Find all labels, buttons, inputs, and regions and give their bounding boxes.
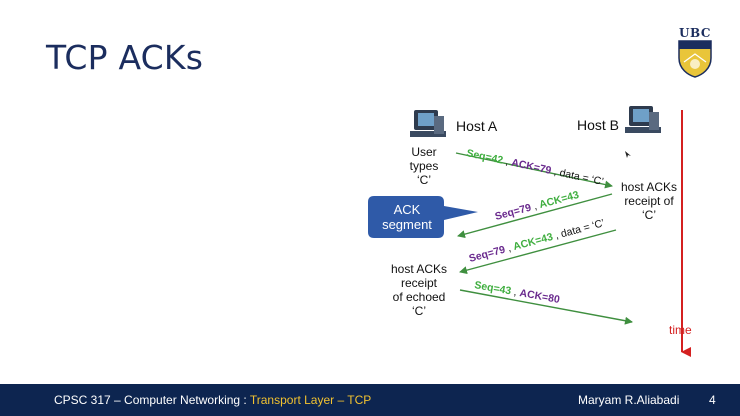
arrow-msg2 <box>457 193 613 239</box>
footer-course: CPSC 317 – Computer Networking : Transpo… <box>54 393 371 407</box>
footer-course-topic: Transport Layer – TCP <box>249 393 372 407</box>
msg2-seq: Seq=79 <box>494 202 533 223</box>
msg4-label: Seq=43 , ACK=80 <box>473 279 560 306</box>
slide-footer: CPSC 317 – Computer Networking : Transpo… <box>0 384 740 416</box>
callout-text: ACK segment <box>382 202 432 232</box>
host-a-computer-icon <box>410 110 446 137</box>
host-a-acks-text: host ACKs receipt of echoed ‘C’ <box>390 262 448 318</box>
msg1-seq: Seq=42 <box>465 147 504 166</box>
msg1-rest: , data = ‘C’ <box>553 166 605 188</box>
slide-title: TCP ACKs <box>46 38 204 77</box>
msg3-label: Seq=79 , ACK=43 , data = ‘C’ <box>468 217 606 265</box>
footer-page-number: 4 <box>709 393 716 407</box>
msg1-ack: ACK=79 <box>510 157 552 177</box>
host-a-label: Host A <box>456 118 498 134</box>
msg3-ack: ACK=43 <box>512 231 554 253</box>
ack-segment-callout <box>368 196 478 238</box>
mouse-cursor-icon <box>625 151 631 158</box>
ubc-crest-icon <box>678 40 712 78</box>
ubc-logo: UBC <box>671 26 719 78</box>
msg1-label: Seq=42 , ACK=79 , data = ‘C’ <box>465 147 604 188</box>
tcp-ack-diagram: Seq=42 , ACK=79 , data = ‘C’ Seq=79 , AC… <box>368 106 691 357</box>
arrow-msg4 <box>459 289 633 325</box>
time-label: time <box>669 323 692 337</box>
ubc-logo-text: UBC <box>679 26 711 40</box>
footer-author: Maryam R.Aliabadi <box>578 393 680 407</box>
host-b-acks-text: host ACKs receipt of ‘C’ <box>620 180 678 222</box>
arrow-msg3 <box>459 229 617 275</box>
host-b-label: Host B <box>577 117 620 133</box>
host-b-computer-icon <box>625 106 661 133</box>
arrow-msg1 <box>455 152 613 189</box>
msg4-seq: Seq=43 <box>473 279 512 297</box>
msg3-rest: , data = ‘C’ <box>554 217 606 242</box>
msg4-ack: ACK=80 <box>519 287 561 306</box>
user-types-text: User types ‘C’ <box>409 145 439 187</box>
footer-course-prefix: CPSC 317 – Computer Networking : <box>54 393 250 407</box>
